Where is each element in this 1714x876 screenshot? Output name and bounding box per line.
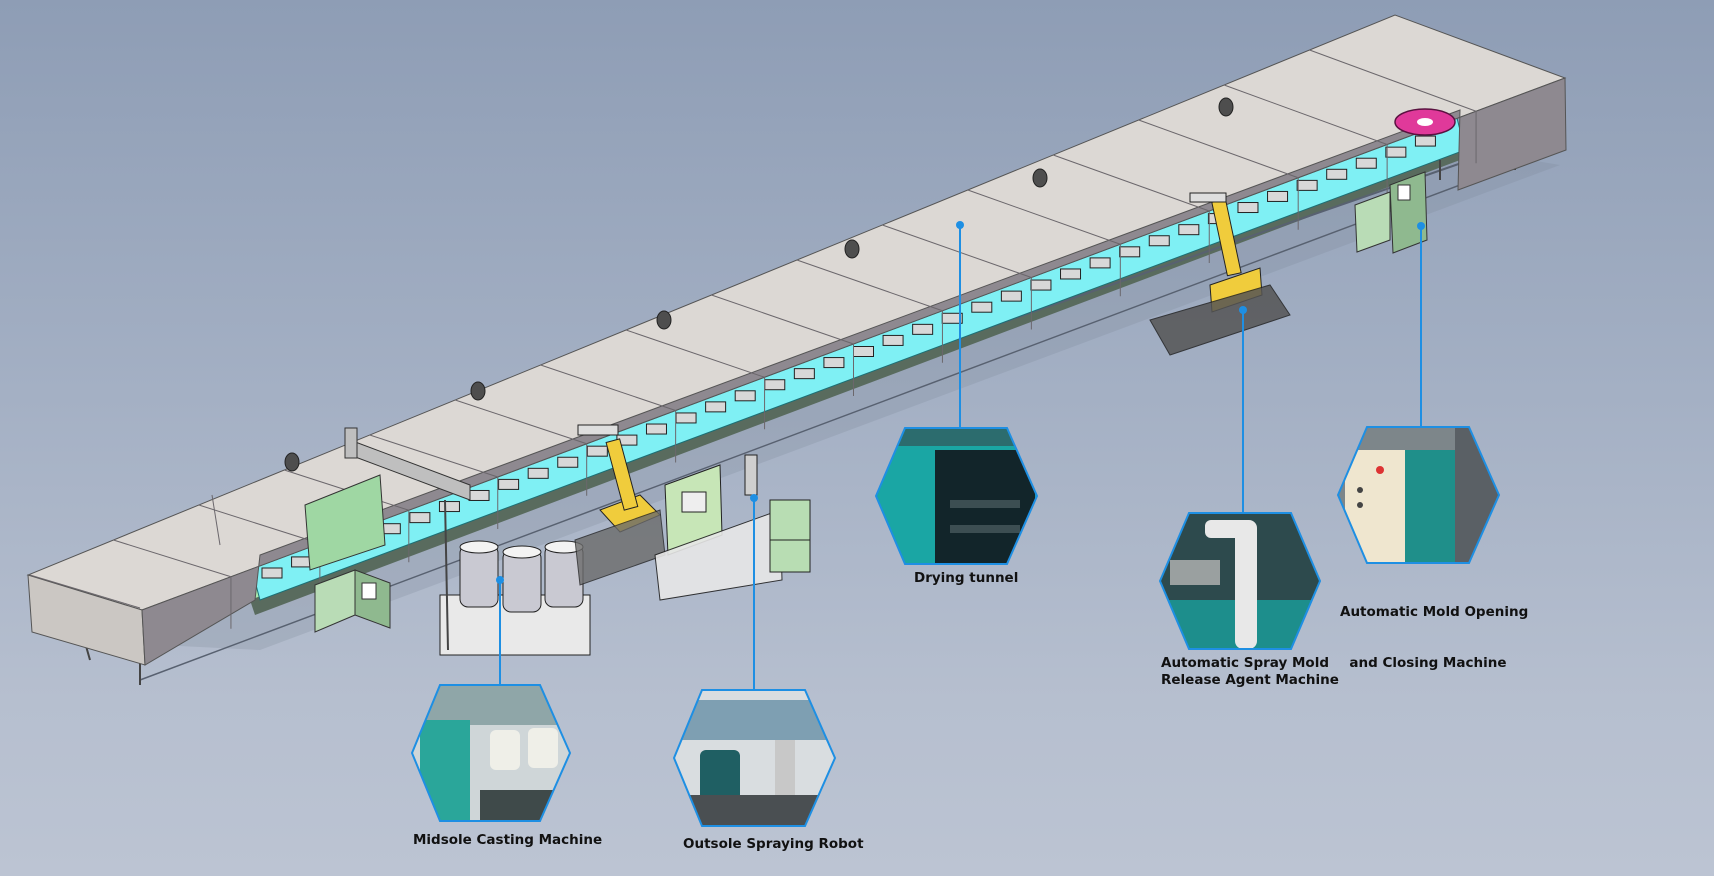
label-midsole-casting: Midsole Casting Machine: [413, 832, 602, 849]
mold-carrier: [971, 301, 993, 313]
tunnel-seam: [1053, 154, 1210, 212]
tunnel-seam: [369, 434, 498, 478]
casting-tanks: [439, 499, 591, 656]
left-mold-machine: [314, 569, 391, 633]
control-cabinet-photo: [1336, 426, 1501, 564]
label-outsole-spraying: Outsole Spraying Robot: [683, 836, 864, 853]
mold-carrier: [882, 334, 904, 346]
label-drying-tunnel: Drying tunnel: [914, 570, 1018, 587]
mold-carrier: [645, 423, 667, 435]
mold-carrier: [261, 567, 283, 579]
right-mold-machine: [1354, 171, 1428, 254]
label-midsole-line-1: Midsole Casting Machine: [413, 832, 603, 848]
mold-carrier: [438, 501, 460, 513]
tunnel-seam: [967, 189, 1121, 245]
tunnel-seam: [796, 259, 943, 312]
leader-lines: [499, 225, 1422, 690]
mold-turntable-hub: [1417, 118, 1433, 126]
mold-carrier: [1326, 168, 1348, 180]
mold-carrier: [1355, 157, 1377, 169]
leader-dots: [496, 221, 1425, 584]
tunnel-panel-lines: [29, 49, 1477, 629]
tunnel-seam: [625, 329, 765, 378]
mold-carrier: [1060, 268, 1082, 280]
label-outsole-line-1: Outsole Spraying Robot: [683, 836, 864, 852]
mold-carrier: [1385, 146, 1407, 158]
label-spray-line-2: Release Agent Machine: [1161, 672, 1339, 688]
mold-carrier: [1267, 190, 1289, 202]
mold-carrier: [1414, 135, 1436, 147]
label-spray-line-1: Automatic Spray Mold: [1161, 655, 1329, 671]
mold-carrier: [912, 323, 934, 335]
mold-carrier: [527, 467, 549, 479]
label-spray-mold-release: Automatic Spray Mold Release Agent Machi…: [1161, 655, 1339, 689]
tunnel-seam: [882, 224, 1032, 278]
left-gantry: [304, 427, 471, 571]
label-mold-opening-closing: Automatic Mold Opening and Closing Machi…: [1340, 570, 1528, 689]
spraying-robot-photo: [672, 689, 837, 827]
casting-machine-photo: [410, 684, 572, 822]
mold-carrier: [705, 401, 727, 413]
robot-arm-photo: [1158, 512, 1322, 650]
tunnel-seam: [198, 504, 321, 544]
tunnel-seam: [455, 399, 587, 445]
mold-carrier: [409, 512, 431, 524]
label-drying-line-1: Drying tunnel: [914, 570, 1019, 586]
mold-carrier: [1148, 235, 1170, 247]
tunnel-seam: [1138, 119, 1299, 179]
mold-carrier: [734, 390, 756, 402]
tunnel-seam: [711, 294, 854, 345]
tunnel-seam: [113, 539, 232, 578]
mold-carrier: [1000, 290, 1022, 302]
mold-carrier: [586, 445, 608, 457]
mold-carrier: [823, 357, 845, 369]
drying-tunnel-photo: [874, 427, 1039, 565]
mold-carrier: [1089, 257, 1111, 269]
mold-carrier: [498, 478, 520, 490]
spray-robot: [1149, 192, 1291, 356]
tunnel-seam: [1223, 84, 1388, 145]
outsole-control-cabinet: [654, 454, 811, 601]
mold-carrier: [1119, 246, 1141, 258]
mold-carrier: [557, 456, 579, 468]
mold-carrier: [1296, 179, 1318, 191]
mold-carrier: [793, 368, 815, 380]
mold-carrier: [1178, 224, 1200, 236]
label-mold-line-1: Automatic Mold Opening: [1340, 604, 1529, 620]
mold-carrier: [1237, 202, 1259, 214]
tunnel-seam: [1309, 49, 1477, 112]
tunnel-seam: [540, 364, 676, 411]
label-mold-line-2: and Closing Machine: [1340, 655, 1507, 671]
exhaust-fans: [284, 97, 1234, 472]
tunnel-front: [141, 77, 1567, 666]
